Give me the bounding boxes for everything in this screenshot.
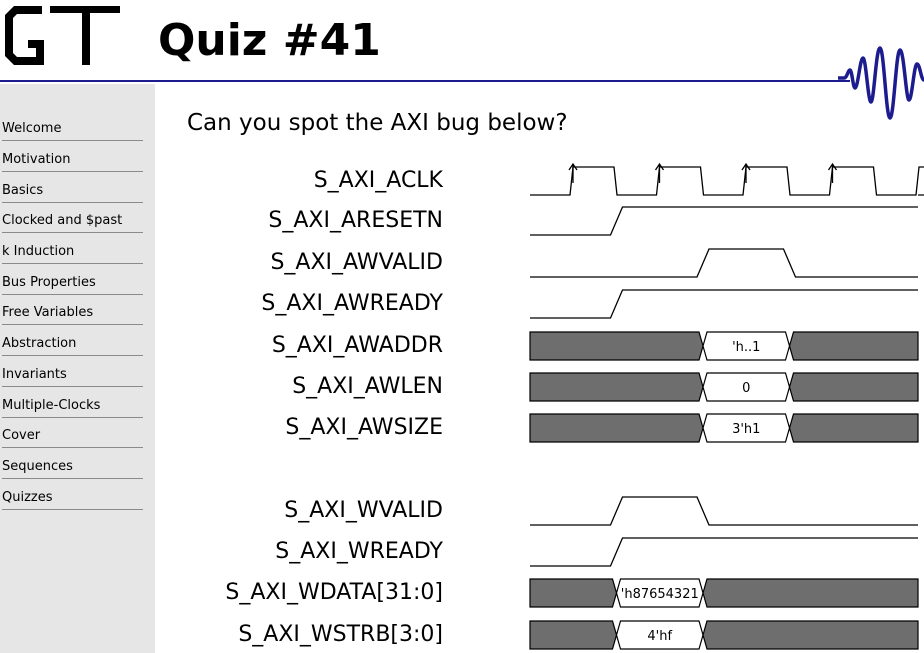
nav-item-motivation[interactable]: Motivation — [2, 151, 143, 172]
clock-edge-arrow — [654, 162, 665, 183]
signal-label: S_AXI_ARESETN — [268, 208, 443, 233]
clock-waveform — [530, 166, 924, 196]
signal-label: S_AXI_WDATA[31:0] — [225, 580, 443, 605]
nav-item-welcome[interactable]: Welcome — [2, 120, 143, 141]
nav-item-k-induction[interactable]: k Induction — [2, 243, 143, 264]
bus-undefined-segment — [788, 331, 919, 361]
clock-edge-arrow — [568, 162, 578, 183]
bus-undefined-segment — [702, 578, 919, 608]
bus-undefined-segment — [702, 620, 919, 650]
nav-item-multiple-clocks[interactable]: Multiple-Clocks — [2, 397, 143, 418]
sidebar-nav: Welcome Motivation Basics Clocked and $p… — [0, 84, 155, 653]
bus-value-label: 4'hf — [647, 629, 672, 644]
bus-undefined-segment — [529, 578, 618, 608]
bus-value-label: 'h87654321 — [621, 587, 699, 602]
signal-label: S_AXI_AWLEN — [292, 374, 443, 399]
signal-label: S_AXI_WREADY — [275, 539, 443, 564]
nav-item-basics[interactable]: Basics — [2, 182, 143, 203]
signal-label: S_AXI_WSTRB[3:0] — [238, 622, 443, 647]
bit-waveform — [530, 496, 918, 526]
slide-title: Quiz #41 — [158, 15, 381, 66]
bus-undefined-segment — [788, 372, 919, 402]
slide-header: Quiz #41 — [0, 0, 924, 120]
bus-undefined-segment — [529, 331, 704, 361]
bus-value-label: 0 — [742, 381, 750, 396]
bus-value-label: 3'h1 — [732, 422, 760, 437]
bit-waveform — [530, 289, 918, 319]
bus-undefined-segment — [788, 413, 919, 443]
signal-label: S_AXI_AWADDR — [271, 333, 443, 358]
signal-label: S_AXI_WVALID — [284, 498, 443, 523]
signal-label: S_AXI_AWSIZE — [285, 415, 443, 440]
gt-logo — [5, 6, 120, 65]
nav-item-cover[interactable]: Cover — [2, 427, 143, 448]
bit-waveform — [530, 206, 918, 236]
header-rule — [0, 80, 850, 82]
bit-waveform — [530, 537, 918, 567]
nav-item-abstraction[interactable]: Abstraction — [2, 335, 143, 356]
nav-item-quizzes[interactable]: Quizzes — [2, 489, 143, 510]
nav-item-free-variables[interactable]: Free Variables — [2, 304, 143, 325]
clock-edge-arrow — [827, 162, 838, 183]
nav-item-bus-properties[interactable]: Bus Properties — [2, 274, 143, 295]
signal-label: S_AXI_AWREADY — [261, 291, 443, 316]
signal-label: S_AXI_ACLK — [313, 168, 443, 193]
clock-edge-arrow — [741, 162, 751, 183]
nav-item-clocked-and-past[interactable]: Clocked and $past — [2, 212, 143, 233]
wave-logo — [838, 46, 924, 120]
bus-undefined-segment — [529, 372, 704, 402]
nav-item-sequences[interactable]: Sequences — [2, 458, 143, 479]
signal-label: S_AXI_AWVALID — [270, 250, 443, 275]
bus-undefined-segment — [529, 620, 618, 650]
question-text: Can you spot the AXI bug below? — [187, 110, 568, 136]
nav-item-invariants[interactable]: Invariants — [2, 366, 143, 387]
bit-waveform — [530, 248, 918, 278]
bus-value-label: 'h..1 — [732, 340, 760, 355]
bus-undefined-segment — [529, 413, 704, 443]
